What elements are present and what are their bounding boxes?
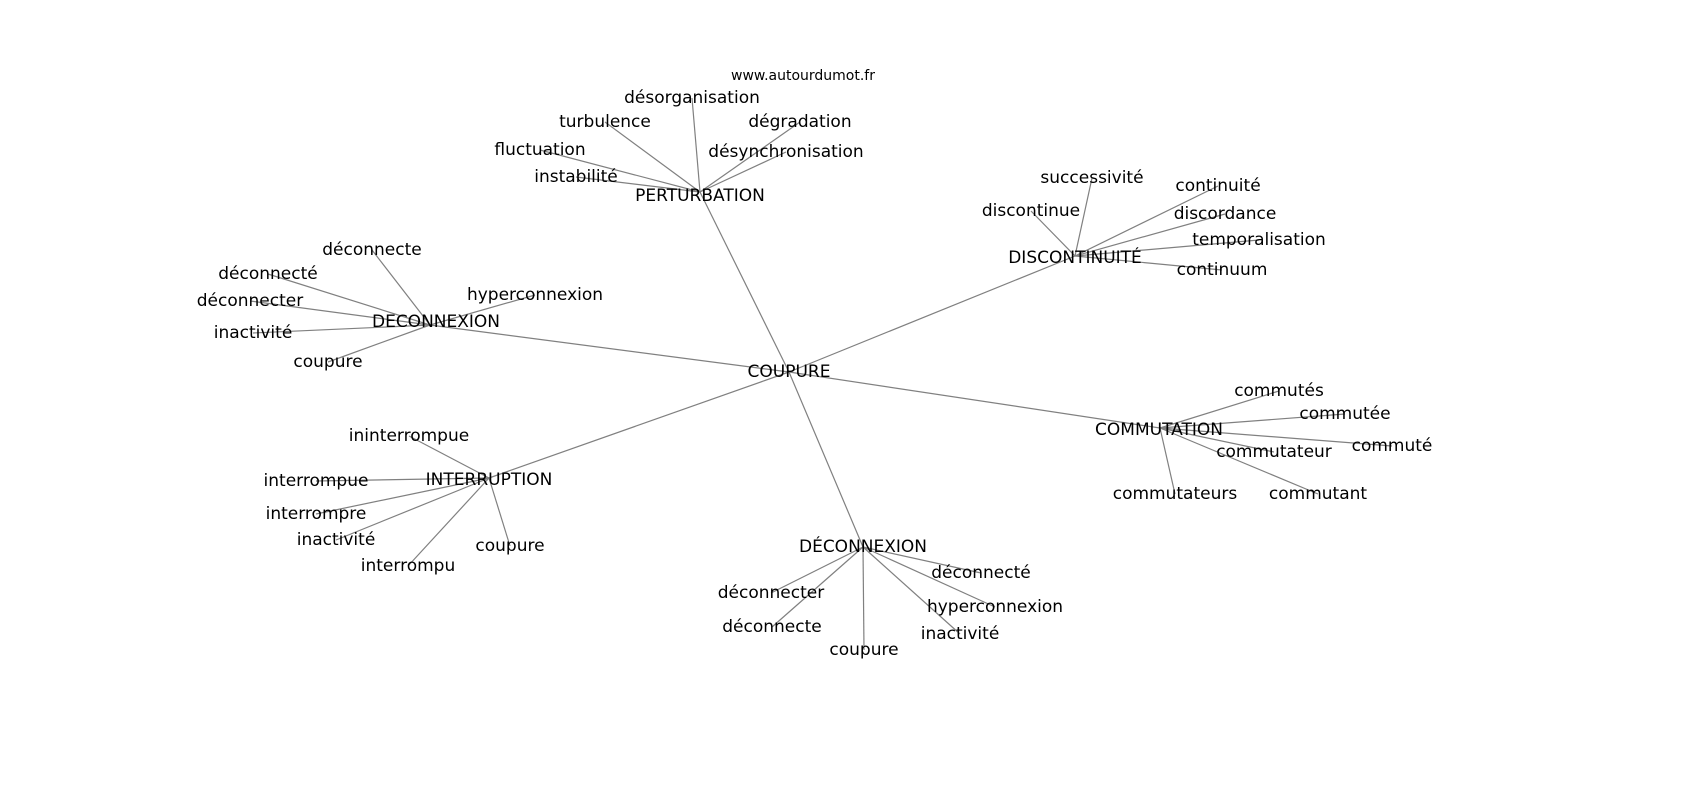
edge-group-word — [862, 546, 982, 574]
word-node[interactable]: déconnecter — [718, 583, 824, 603]
group-node[interactable]: DÉCONNEXION — [799, 535, 927, 557]
word-node[interactable]: hyperconnexion — [927, 597, 1063, 617]
edge-group-word — [1159, 390, 1280, 429]
word-node[interactable]: désorganisation — [624, 88, 760, 108]
edge-group-word — [862, 546, 961, 635]
edge-group-word — [604, 121, 701, 193]
word-node[interactable]: coupure — [293, 352, 362, 372]
word-node[interactable]: interrompre — [266, 504, 367, 524]
edge-group-word — [1159, 413, 1346, 429]
word-node[interactable]: coupure — [475, 536, 544, 556]
edge-root-group — [699, 191, 790, 373]
word-node[interactable]: coupure — [829, 640, 898, 660]
edge-group-word — [575, 176, 701, 193]
group-node[interactable]: INTERRUPTION — [426, 470, 553, 490]
edge-group-word — [699, 151, 787, 193]
word-node[interactable]: discordance — [1174, 204, 1277, 224]
edge-group-word — [862, 546, 865, 651]
edge-group-word — [1159, 427, 1319, 495]
word-node[interactable]: dégradation — [748, 112, 851, 132]
word-node[interactable]: commutateurs — [1113, 484, 1238, 504]
edge-group-word — [1159, 427, 1176, 495]
edge-group-word — [267, 273, 431, 326]
edge-root-group — [429, 324, 790, 373]
edge-group-word — [1074, 185, 1219, 257]
word-node[interactable]: hyperconnexion — [467, 285, 603, 305]
word-node[interactable]: continuum — [1177, 260, 1268, 280]
group-node[interactable]: PERTURBATION — [635, 186, 765, 206]
edge-group-word — [699, 121, 801, 193]
edge-group-word — [335, 477, 490, 541]
source-url[interactable]: www.autourdumot.fr — [731, 68, 875, 84]
edge-group-word — [771, 546, 864, 628]
edge-group-word — [770, 546, 864, 594]
word-node[interactable]: déconnecter — [197, 291, 303, 311]
word-node[interactable]: déconnecté — [931, 563, 1030, 583]
edge-root-group — [788, 371, 1161, 429]
edge-root-group — [788, 371, 864, 548]
edge-group-word — [1074, 177, 1093, 257]
word-node[interactable]: instabilité — [534, 167, 618, 187]
edge-group-word — [315, 477, 490, 515]
word-node[interactable]: fluctuation — [494, 140, 585, 160]
labels: COUPURE PERTURBATION turbulence désorganisa… — [197, 88, 1433, 660]
word-node[interactable]: turbulence — [559, 112, 651, 132]
edge-group-word — [1074, 213, 1226, 257]
edge-group-word — [249, 300, 431, 326]
edge-group-word — [862, 546, 996, 608]
word-node[interactable]: commuté — [1352, 436, 1433, 456]
word-node[interactable]: déconnecté — [218, 264, 317, 284]
group-node[interactable]: DISCONTINUITÉ — [1008, 246, 1142, 268]
edge-group-word — [371, 249, 431, 326]
word-node[interactable]: commutée — [1299, 404, 1390, 424]
edge-group-word — [408, 435, 490, 479]
word-node[interactable]: désynchronisation — [708, 142, 863, 162]
word-node[interactable]: temporalisation — [1192, 230, 1326, 250]
word-node[interactable]: inactivité — [297, 530, 376, 550]
edge-group-word — [252, 324, 431, 334]
edge-group-word — [327, 324, 431, 363]
word-node[interactable]: déconnecte — [722, 617, 821, 637]
group-node[interactable]: DECONNEXION — [372, 312, 500, 332]
word-node[interactable]: commutant — [1269, 484, 1367, 504]
word-node[interactable]: ininterrompue — [349, 426, 469, 446]
word-node[interactable]: continuité — [1175, 176, 1260, 196]
edge-root-group — [488, 371, 790, 479]
word-node[interactable]: commutateur — [1216, 442, 1332, 462]
edge-group-word — [1074, 255, 1223, 271]
group-node[interactable]: COMMUTATION — [1095, 420, 1223, 440]
word-node[interactable]: interrompue — [264, 471, 369, 491]
word-node[interactable]: déconnecte — [322, 240, 421, 260]
word-node[interactable]: commutés — [1234, 381, 1324, 401]
edge-group-word — [539, 149, 701, 193]
edge-root-group — [788, 255, 1076, 373]
edge-group-word — [488, 477, 511, 547]
edge-group-word — [407, 477, 490, 567]
edge-group-word — [315, 477, 490, 482]
edges — [249, 97, 1393, 651]
root-node[interactable]: COUPURE — [748, 362, 831, 382]
word-node[interactable]: discontinue — [982, 201, 1080, 221]
edge-group-word — [1030, 210, 1076, 257]
edge-group-word — [1074, 239, 1260, 257]
edge-group-word — [691, 97, 701, 193]
edge-group-word — [429, 294, 536, 326]
word-node[interactable]: interrompu — [361, 556, 455, 576]
word-node[interactable]: inactivité — [214, 323, 293, 343]
edge-group-word — [1159, 427, 1275, 453]
edge-group-word — [1159, 427, 1393, 447]
word-node[interactable]: successivité — [1040, 168, 1143, 188]
word-node[interactable]: inactivité — [921, 624, 1000, 644]
